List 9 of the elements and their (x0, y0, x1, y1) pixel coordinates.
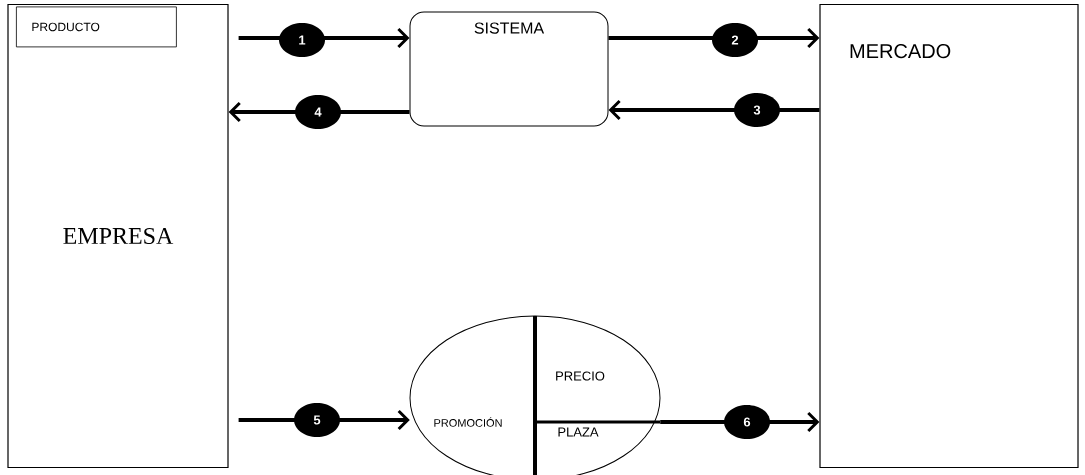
edge-label: 5 (294, 403, 340, 437)
system-box: SISTEMA (409, 11, 609, 127)
edge-label: 6 (724, 405, 770, 439)
product-box: PRODUCTO (16, 6, 177, 48)
edge-label: 2 (712, 23, 758, 57)
market-box: MERCADO (819, 3, 1079, 469)
edge-label: 1 (279, 23, 325, 57)
edge-label: 3 (734, 93, 780, 127)
edge-label: 4 (295, 95, 341, 129)
